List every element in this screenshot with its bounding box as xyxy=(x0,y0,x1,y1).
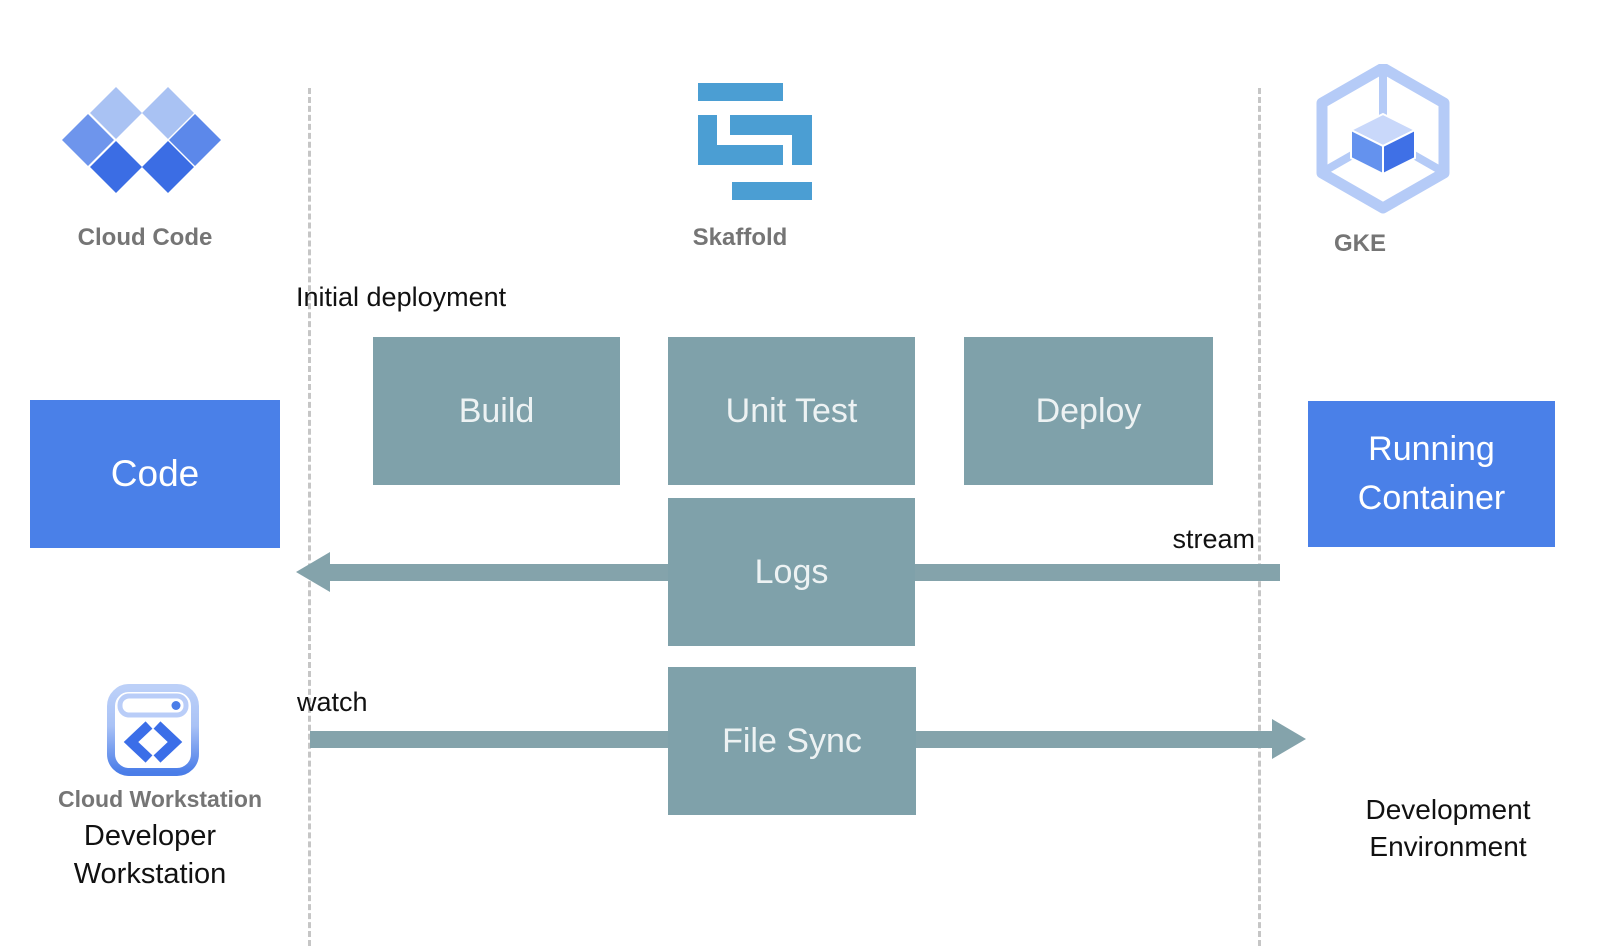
stream-annotation: stream xyxy=(1172,524,1255,554)
logs-node: Logs xyxy=(668,498,915,646)
cloud-workstation-label: Cloud Workstation xyxy=(57,786,262,812)
development-environment-label: Development Environment xyxy=(1365,794,1531,862)
lane-divider-left xyxy=(308,88,311,946)
code-node: Code xyxy=(30,400,280,548)
build-node: Build xyxy=(373,337,620,485)
cloud-workstation-icon xyxy=(107,684,199,776)
lane-divider-right xyxy=(1258,88,1261,946)
running-container-node: Running Container xyxy=(1308,401,1555,547)
deploy-node: Deploy xyxy=(964,337,1213,485)
gke-label: GKE xyxy=(1333,230,1386,257)
skaffold-label: Skaffold xyxy=(692,224,788,251)
watch-annotation: watch xyxy=(297,687,368,717)
unit-test-node: Unit Test xyxy=(668,337,915,485)
skaffold-icon xyxy=(698,83,812,200)
cloud-code-icon xyxy=(62,87,221,193)
gke-icon xyxy=(1316,64,1450,214)
developer-workstation-label: Developer Workstation xyxy=(73,820,227,890)
initial-deployment-annotation: Initial deployment xyxy=(296,282,507,312)
file-sync-node: File Sync xyxy=(668,667,916,815)
cloud-code-label: Cloud Code xyxy=(77,224,213,251)
